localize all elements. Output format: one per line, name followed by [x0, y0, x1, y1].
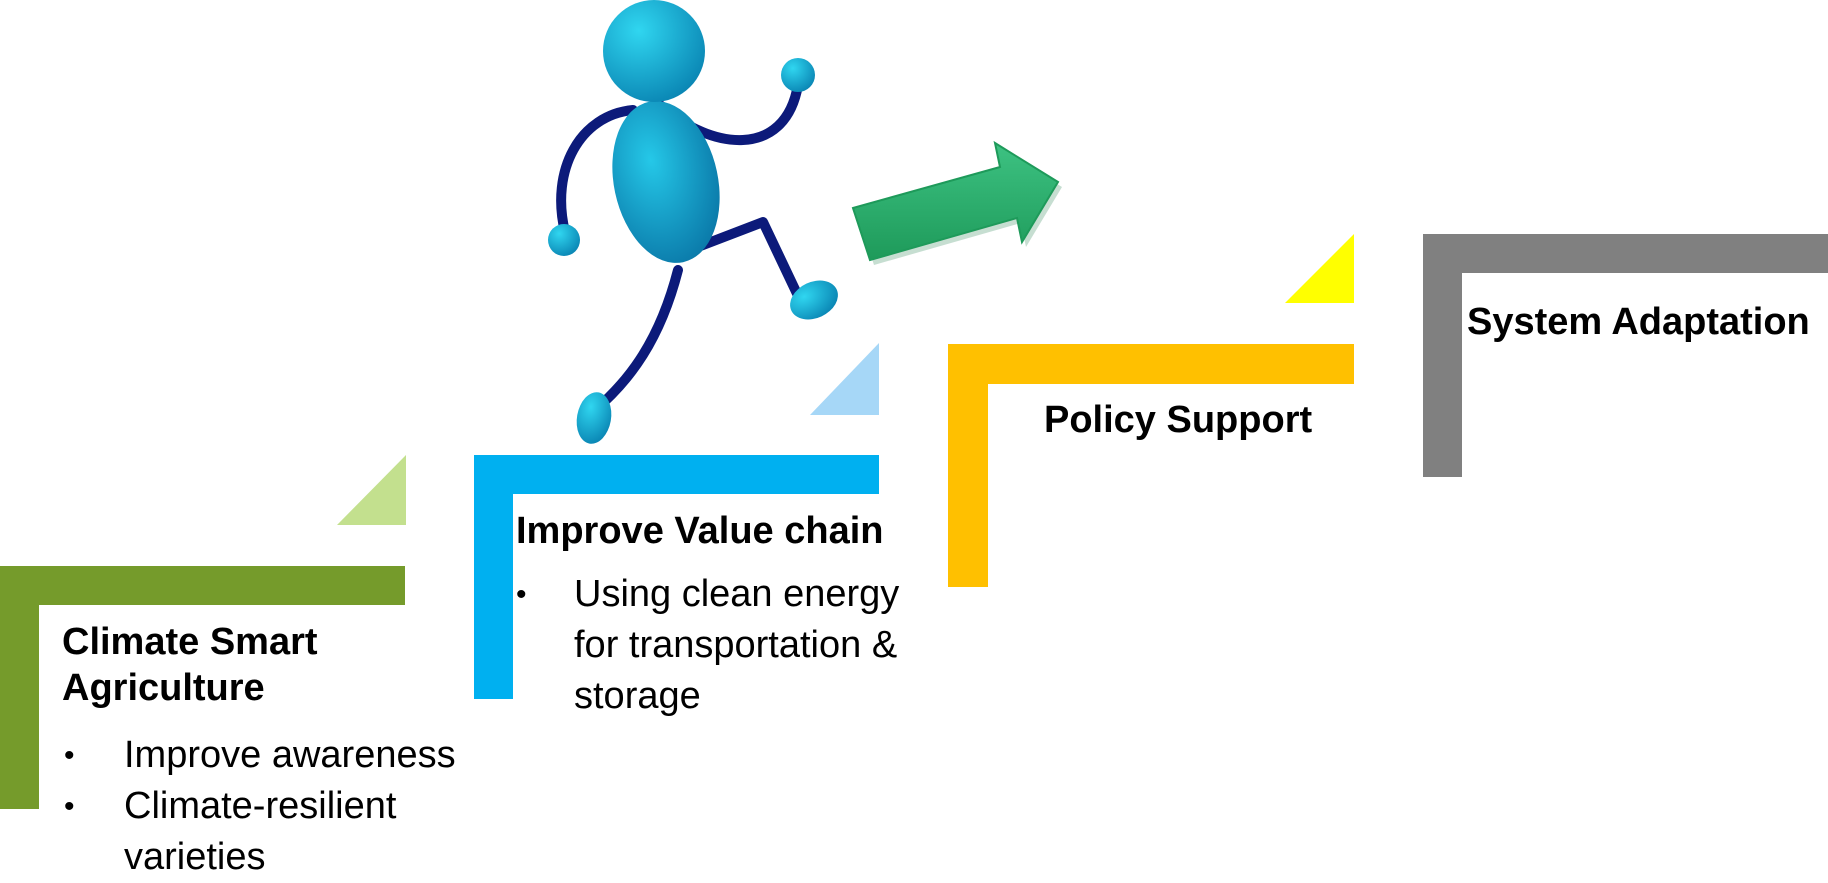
- step-bullet-list: •Using clean energy for transportation &…: [516, 569, 899, 722]
- bullet-item: •Using clean energy: [516, 573, 900, 615]
- blue-step-bar-vertical: [474, 455, 513, 699]
- bullet-item-continuation: varieties: [124, 836, 266, 878]
- gray-step-bar-vertical: [1423, 234, 1462, 477]
- orange-step-bar-vertical: [948, 344, 988, 587]
- bullet-item-continuation: storage: [574, 675, 701, 717]
- gray-step-bar-horizontal: [1423, 234, 1828, 273]
- green-triangle-icon: [337, 455, 406, 525]
- step-bullet-list: •Improve awareness •Climate-resilient va…: [62, 730, 456, 883]
- green-step-bar-vertical: [0, 566, 39, 809]
- step-title-line1: Climate Smart: [62, 621, 318, 663]
- bullet-item: •Climate-resilient: [64, 785, 397, 827]
- bullet-item: •Improve awareness: [64, 734, 456, 776]
- step-title-line2: Agriculture: [62, 667, 265, 709]
- blue-step-bar-horizontal: [474, 455, 879, 494]
- running-person-icon: [548, 0, 838, 444]
- bullet-item-continuation: for transportation &: [574, 624, 898, 666]
- yellow-triangle-icon: [1285, 234, 1354, 303]
- step-title: Policy Support: [1044, 399, 1313, 441]
- step-title: System Adaptation: [1467, 301, 1810, 343]
- blue-triangle-icon: [810, 343, 879, 415]
- green-step-bar-horizontal: [0, 566, 405, 605]
- green-arrow-icon: [851, 140, 1062, 265]
- step-title: Improve Value chain: [516, 510, 884, 552]
- orange-step-bar-horizontal: [948, 344, 1354, 384]
